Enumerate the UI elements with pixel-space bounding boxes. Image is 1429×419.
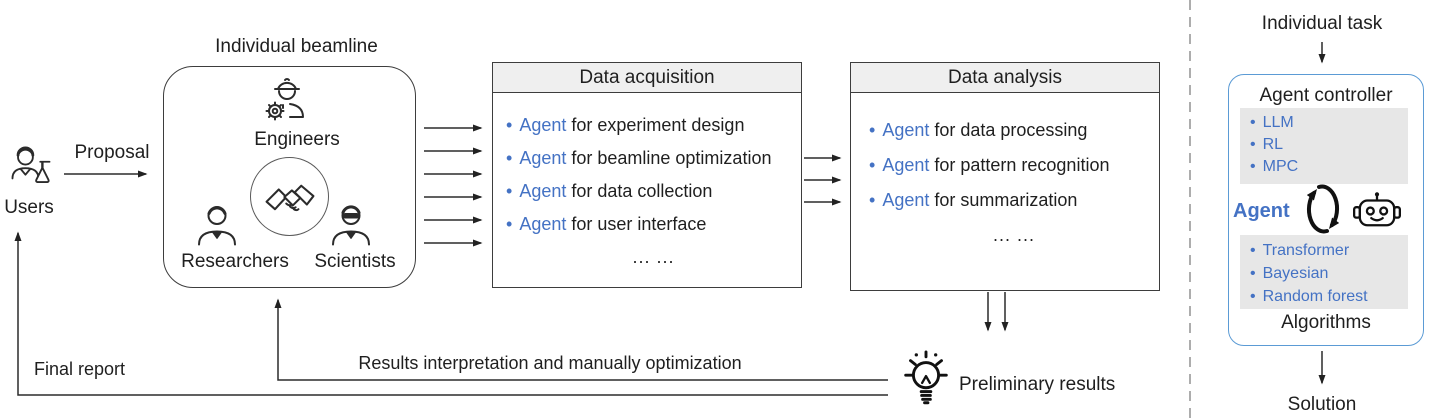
bullet-glyph: • [869, 120, 876, 140]
algorithm-item: •Bayesian [1250, 265, 1329, 282]
bullet-glyph: • [506, 115, 513, 135]
data-acquisition-title: Data acquisition [493, 63, 801, 93]
proposal-label: Proposal [74, 142, 150, 163]
bullet-glyph: • [1250, 242, 1256, 259]
method-item: •LLM [1250, 114, 1294, 131]
researcher-icon [194, 204, 240, 249]
scientist-icon [328, 204, 374, 249]
bullet-glyph: • [506, 181, 513, 201]
robot-icon [1352, 191, 1402, 231]
beamline-title: Individual beamline [215, 36, 378, 57]
agent-controller-title: Agent controller [1259, 85, 1393, 106]
lightbulb-icon [901, 350, 951, 412]
preliminary-results-label: Preliminary results [959, 374, 1116, 395]
bullet-glyph: • [869, 190, 876, 210]
bullet-glyph: • [1250, 158, 1256, 175]
analysis-to-preliminary-arrows [984, 292, 1009, 332]
algorithm-item: •Transformer [1250, 242, 1350, 259]
bullet-glyph: • [506, 214, 513, 234]
users-label: Users [4, 197, 54, 218]
bullet-glyph: • [869, 155, 876, 175]
ellipsis: ... ... [632, 247, 675, 267]
users-icon [8, 146, 54, 196]
algorithms-panel: •Transformer •Bayesian •Random forest [1240, 235, 1408, 309]
researchers-label: Researchers [181, 251, 289, 272]
bullet-glyph: • [1250, 114, 1256, 131]
algorithm-item: •Random forest [1250, 288, 1368, 305]
controller-methods-panel: •LLM •RL •MPC [1240, 108, 1408, 184]
agent-label: Agent [1233, 200, 1290, 222]
bullet-glyph: • [1250, 136, 1256, 153]
scientists-label: Scientists [314, 251, 396, 272]
data-analysis-title: Data analysis [851, 63, 1159, 93]
feedback-label: Results interpretation and manually opti… [358, 353, 742, 373]
beamline-to-acquisition-arrows [424, 124, 483, 247]
refresh-cycle-icon [1300, 181, 1346, 237]
bullet-glyph: • [1250, 288, 1256, 305]
method-item: •MPC [1250, 158, 1299, 175]
engineers-label: Engineers [254, 129, 340, 150]
solution-label: Solution [1287, 394, 1357, 415]
individual-task-label: Individual task [1261, 13, 1383, 34]
engineer-icon [262, 75, 312, 127]
final-report-label: Final report [34, 359, 126, 379]
bullet-glyph: • [1250, 265, 1256, 282]
acquisition-to-analysis-arrows [804, 154, 842, 206]
method-item: •RL [1250, 136, 1284, 153]
ellipsis: ... ... [992, 225, 1035, 245]
bullet-glyph: • [506, 148, 513, 168]
algorithms-label: Algorithms [1281, 312, 1371, 333]
handshake-icon [250, 157, 329, 236]
